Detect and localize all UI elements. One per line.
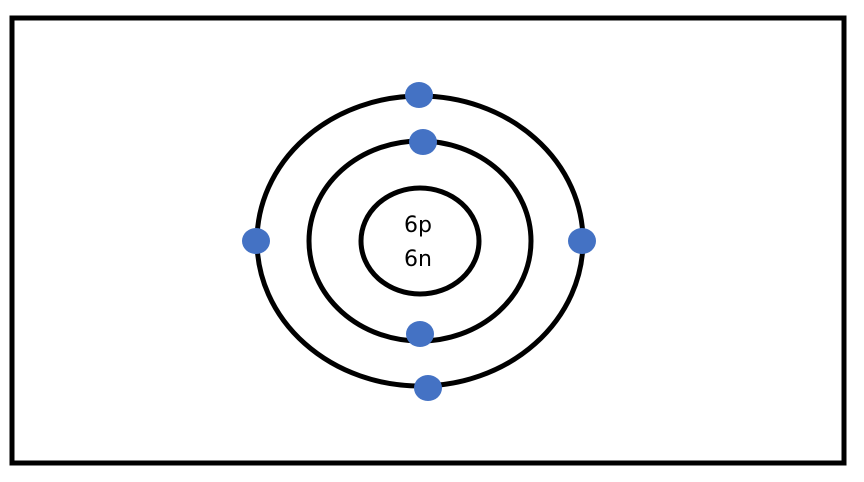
nucleus-neutrons-label: 6n — [404, 247, 432, 272]
electron-inner-bottom — [406, 321, 434, 347]
electron-outer-right — [568, 228, 596, 254]
electron-outer-left — [242, 228, 270, 254]
electron-outer-top — [405, 82, 433, 108]
electron-inner-top — [409, 129, 437, 155]
electron-outer-bottom — [414, 375, 442, 401]
nucleus — [358, 185, 482, 297]
nucleus-protons-label: 6p — [404, 213, 432, 238]
